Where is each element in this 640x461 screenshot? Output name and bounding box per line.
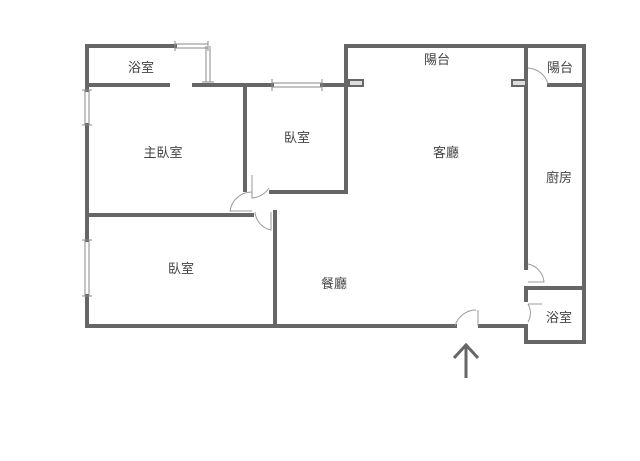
label-balcony-main: 陽台 bbox=[424, 53, 450, 68]
walls bbox=[85, 44, 586, 344]
label-bath-right: 浴室 bbox=[546, 310, 572, 326]
doors bbox=[229, 67, 549, 327]
room-labels: 浴室 主臥室 臥室 臥室 陽台 陽台 客廳 餐廳 廚房 浴室 bbox=[128, 53, 573, 326]
label-dining-room: 餐廳 bbox=[321, 276, 347, 292]
label-master-bedroom: 主臥室 bbox=[143, 145, 182, 161]
label-balcony-small: 陽台 bbox=[547, 61, 573, 76]
label-bath-top: 浴室 bbox=[128, 60, 154, 76]
entrance-arrow-icon bbox=[452, 342, 480, 378]
label-bedroom-lower: 臥室 bbox=[168, 261, 194, 277]
label-kitchen: 廚房 bbox=[546, 170, 572, 186]
windows bbox=[82, 41, 527, 297]
label-living-room: 客廳 bbox=[433, 145, 459, 161]
label-bedroom-small: 臥室 bbox=[284, 130, 310, 146]
